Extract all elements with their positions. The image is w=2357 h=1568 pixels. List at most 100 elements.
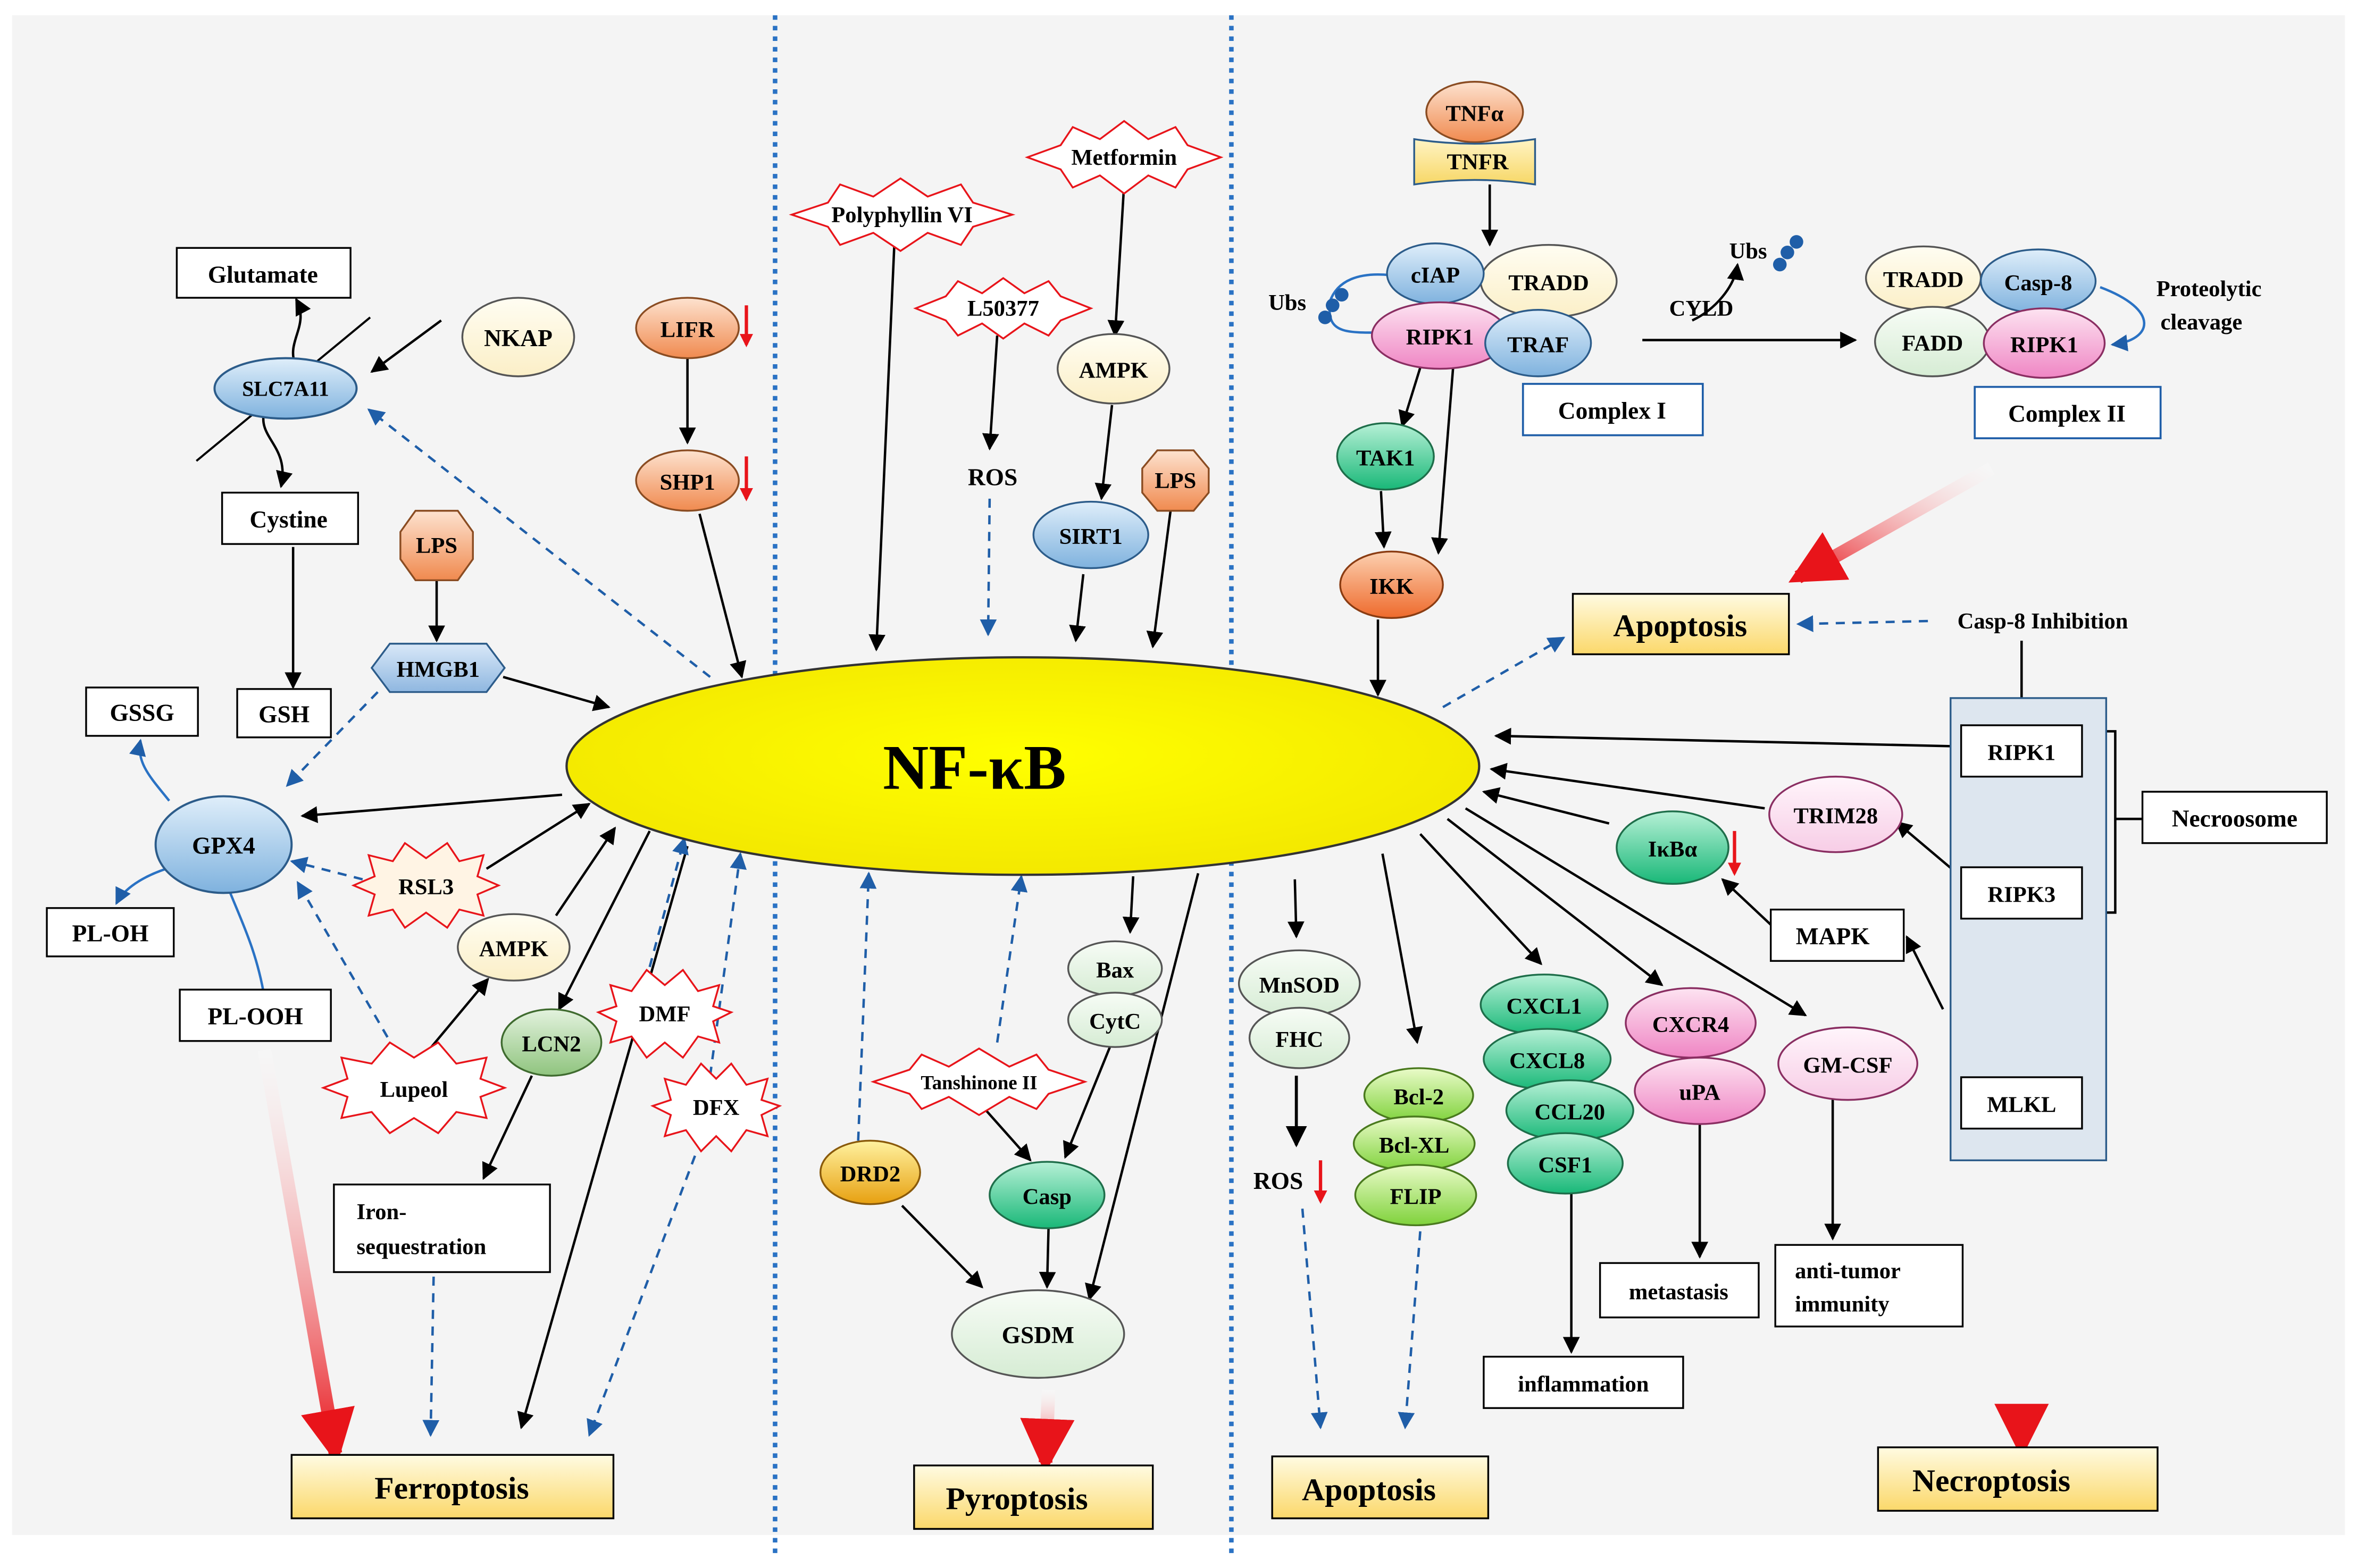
iron-seq-label-1: Iron-: [356, 1200, 406, 1225]
gpx4-label: GPX4: [192, 832, 255, 859]
cyld-label: CYLD: [1669, 296, 1734, 321]
sirt1-label: SIRT1: [1059, 524, 1123, 549]
nfkb-ellipse: [565, 656, 1481, 876]
casp8-label-c2: Casp-8: [2004, 271, 2072, 296]
flip-label: FLIP: [1390, 1185, 1442, 1210]
arrow-hmgb1-gpx4: [286, 691, 379, 787]
arrow-ampk-sirt1: [1094, 405, 1114, 501]
tanshinone-star: [870, 1047, 1088, 1117]
arrow-cyld-ubs: [1691, 263, 1744, 322]
ripk1-label-nec: RIPK1: [1987, 740, 2055, 765]
lcn2-ellipse: [500, 1008, 603, 1077]
iron-seq-label-2: sequestration: [356, 1234, 486, 1259]
mapk-box: [1769, 908, 1905, 962]
upa-ellipse: [1634, 1056, 1766, 1125]
ikba-label: IκBα: [1648, 837, 1698, 862]
arrow-dmf-nfkb: [648, 837, 689, 968]
arrow-slc7a11-glutamate: [291, 298, 311, 363]
arrow-ampk-nfkb: [555, 826, 616, 917]
drd2-label: DRD2: [840, 1162, 901, 1187]
tradd-label-c2: TRADD: [1883, 267, 1964, 292]
trim28-ellipse: [1768, 775, 1903, 853]
ripk3-label-nec: RIPK3: [1987, 882, 2055, 907]
arrow-drd2-nfkb: [857, 871, 877, 1141]
csf1-ellipse: [1507, 1132, 1624, 1195]
complex1-label: Complex I: [1558, 397, 1666, 424]
proteolytic-label-1: Proteolytic: [2157, 276, 2262, 301]
gmcsf-ellipse: [1777, 1026, 1918, 1101]
gsdm-ellipse: [951, 1289, 1125, 1379]
sirt1-ellipse: [1032, 500, 1149, 569]
lupeol-label: Lupeol: [380, 1077, 448, 1102]
nkap-label: NKAP: [484, 324, 553, 351]
arrow-tanshinone-casp: [981, 1105, 1032, 1162]
fhc-ellipse: [1248, 1007, 1350, 1069]
gssg-label: GSSG: [110, 699, 174, 726]
ampk-ellipse-left: [457, 913, 571, 982]
glutamate-label: Glutamate: [208, 261, 318, 288]
csf1-label: CSF1: [1538, 1153, 1592, 1178]
slc7a11-label: SLC7A11: [242, 378, 329, 401]
inflammation-box: [1483, 1355, 1684, 1409]
arrow-plooh-ferroptosis: [257, 1049, 355, 1464]
ubs-label-right: Ubs: [1729, 239, 1767, 264]
casp8-inhibition-label: Casp-8 Inhibition: [1958, 609, 2128, 634]
ros-label-mid: ROS: [968, 463, 1017, 490]
casp-ellipse: [989, 1161, 1106, 1229]
gpx4-ellipse: [154, 795, 293, 894]
arrow-lupeol-ampk: [427, 977, 489, 1053]
arrow-tak1-ikk: [1374, 491, 1392, 549]
necroosome-box: [2141, 791, 2328, 844]
ferroptosis-label: Ferroptosis: [374, 1471, 529, 1506]
arrow-l50377-ros: [982, 335, 999, 451]
necroptosis-box: [1877, 1446, 2159, 1512]
dmf-label: DMF: [639, 1002, 691, 1027]
tnfr-label: TNFR: [1447, 150, 1509, 175]
ikk-ellipse: [1339, 550, 1444, 619]
arrow-ripk1-nfkb: [1494, 727, 1961, 748]
arrow-ripk1-ikk: [1431, 363, 1455, 555]
apoptosis-box-top: [1572, 593, 1790, 656]
tnfr-shape: [1413, 138, 1536, 186]
ploh-label: PL-OH: [72, 919, 148, 946]
ampk-label-left: AMPK: [479, 937, 548, 962]
tnfa-label: TNFα: [1445, 102, 1503, 127]
glutamate-box: [175, 247, 352, 299]
lps-octagon-mid: [1141, 449, 1210, 512]
arrow-gpx4-ploh: [115, 867, 167, 905]
arrow-nfkb-cxcl: [1419, 833, 1543, 966]
arrow-proteolytic: [2100, 286, 2145, 351]
lifr-label: LIFR: [661, 317, 715, 342]
lifr-ellipse: [635, 297, 740, 359]
ripk1-label-c2: RIPK1: [2010, 332, 2078, 357]
iron-seq-box: [333, 1184, 551, 1273]
mapk-label: MAPK: [1796, 923, 1870, 950]
gssg-box: [85, 686, 199, 737]
antitumor-box: [1774, 1244, 1964, 1328]
tanshinone-label: Tanshinone II: [921, 1072, 1037, 1094]
antitumor-label-2: immunity: [1795, 1292, 1890, 1317]
slc7a11-ellipse: [213, 357, 358, 420]
complex1-box: [1522, 383, 1704, 437]
proteolytic-label-2: cleavage: [2160, 310, 2242, 335]
ccl20-label: CCL20: [1535, 1100, 1606, 1125]
lps-label-left: LPS: [416, 533, 457, 558]
antitumor-label-1: anti-tumor: [1795, 1259, 1901, 1284]
lupeol-star: [321, 1041, 507, 1135]
arrow-ros-apoptosis: [1301, 1208, 1328, 1430]
hmgb1-hexagon: [370, 642, 506, 693]
bcl2-label: Bcl-2: [1393, 1085, 1444, 1110]
tak1-ellipse: [1336, 422, 1435, 491]
ferroptosis-box: [290, 1454, 615, 1520]
ripk1-ellipse-c2: [1983, 307, 2106, 379]
arrow-nfkb-gsdm: [1085, 873, 1200, 1301]
arrow-nkap-slc7a11: [370, 319, 442, 373]
tak1-label: TAK1: [1356, 446, 1415, 471]
arrow-gpx4-gssg: [129, 739, 170, 802]
fadd-label-c2: FADD: [1902, 331, 1963, 356]
metformin-label: Metformin: [1071, 145, 1177, 170]
ampk-label-mid: AMPK: [1079, 358, 1148, 383]
ripk1-label-c1: RIPK1: [1406, 325, 1474, 350]
metformin-star: [1024, 120, 1224, 195]
